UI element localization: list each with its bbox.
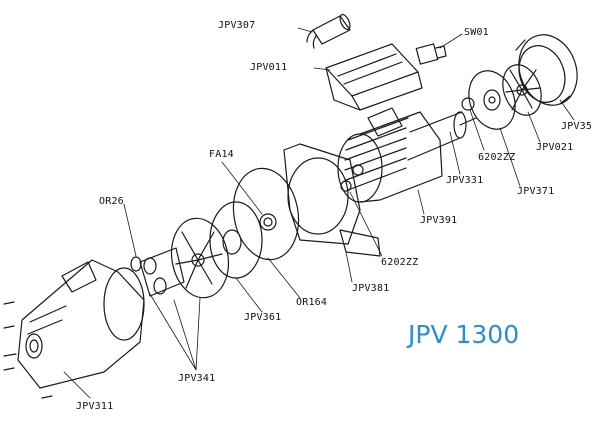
label-jpv311: JPV311 — [76, 401, 114, 412]
label-or164: OR164 — [296, 297, 328, 308]
leader-lines — [63, 27, 575, 399]
label-6202zz-upper: 6202ZZ — [478, 152, 516, 163]
terminal-box-drawing — [325, 43, 423, 111]
fan-drawing — [502, 64, 542, 116]
label-fa14: FA14 — [209, 149, 234, 160]
label-jpv011: JPV011 — [250, 62, 288, 73]
bearing-lower-drawing — [340, 180, 352, 192]
rotor-shaft-drawing — [407, 111, 477, 161]
motor-bracket-drawing — [283, 143, 381, 257]
screws-drawing — [3, 301, 53, 399]
label-jpv391: JPV391 — [420, 215, 458, 226]
o-ring-large-drawing — [232, 167, 300, 261]
label-jpv35: JPV35 — [561, 121, 593, 132]
label-jpv371: JPV371 — [517, 186, 555, 197]
capacitor-drawing — [306, 13, 351, 49]
bearing-upper-drawing — [461, 97, 475, 111]
diffuser-plate-drawing — [209, 201, 263, 279]
label-6202zz-lower: 6202ZZ — [381, 257, 419, 268]
label-jpv331: JPV331 — [446, 175, 484, 186]
model-title: JPV 1300 — [408, 320, 520, 349]
label-sw01: SW01 — [464, 27, 489, 38]
label-jpv381: JPV381 — [352, 283, 390, 294]
pump-body-drawing — [17, 259, 145, 389]
label-or26: OR26 — [99, 196, 124, 207]
label-jpv307: JPV307 — [218, 20, 256, 31]
seal-drawing — [259, 213, 277, 231]
switch-drawing — [415, 43, 447, 65]
fan-cover-drawing — [515, 34, 578, 106]
o-ring-small-drawing — [130, 256, 142, 272]
label-jpv361: JPV361 — [244, 312, 282, 323]
label-jpv021: JPV021 — [536, 142, 574, 153]
label-jpv341: JPV341 — [178, 373, 216, 384]
motor-housing-drawing — [337, 107, 443, 203]
ejector-drawing — [139, 247, 185, 297]
impeller-drawing — [170, 217, 230, 299]
end-shield-drawing — [468, 70, 516, 130]
